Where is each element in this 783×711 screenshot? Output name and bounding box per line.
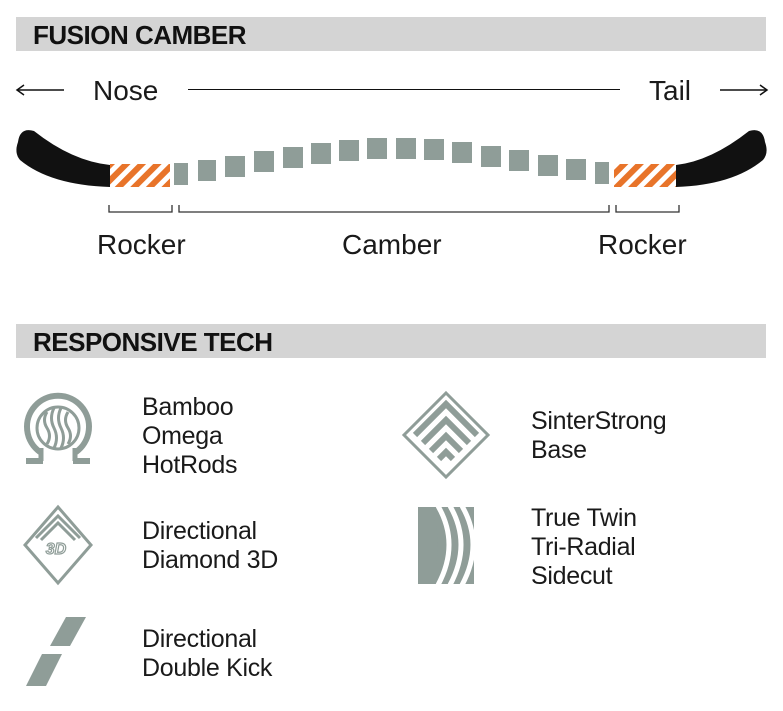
double-kick-icon xyxy=(26,617,86,686)
diamond-3d-icon: 3D xyxy=(23,504,93,586)
feature-tri-radial: True Twin Tri-Radial Sidecut xyxy=(531,504,637,591)
camber-heading: FUSION CAMBER xyxy=(33,20,247,50)
feature-line: Diamond 3D xyxy=(142,546,278,574)
feature-diamond-3d: Directional Diamond 3D xyxy=(142,517,278,575)
tri-radial-sidecut-icon xyxy=(418,504,476,586)
arrow-right-icon xyxy=(720,84,769,96)
zone-brackets xyxy=(108,205,680,213)
camber-label: Camber xyxy=(342,229,442,260)
feature-line: HotRods xyxy=(142,451,238,479)
sinterstrong-diamond-icon xyxy=(401,390,491,480)
feature-bamboo-omega: Bamboo Omega HotRods xyxy=(142,393,237,480)
tech-heading: RESPONSIVE TECH xyxy=(33,327,273,357)
tail-label: Tail xyxy=(649,75,692,106)
camber-profile-diagram xyxy=(16,130,767,213)
rocker-right-zone xyxy=(614,164,676,187)
rocker-right-label: Rocker xyxy=(598,229,687,260)
diamond-3d-text: 3D xyxy=(46,541,67,558)
nose-tip xyxy=(16,130,110,187)
feature-line: Base xyxy=(531,436,587,464)
camber-blocks xyxy=(174,138,609,185)
nose-label: Nose xyxy=(93,75,159,106)
feature-line: Sidecut xyxy=(531,562,613,590)
nose-tail-line xyxy=(188,89,620,90)
tech-header-bar: RESPONSIVE TECH xyxy=(16,324,766,358)
tail-tip xyxy=(676,130,767,187)
feature-line: Double Kick xyxy=(142,654,273,682)
feature-line: Omega xyxy=(142,422,223,450)
arrow-left-icon xyxy=(15,84,64,96)
feature-line: Directional xyxy=(142,625,257,653)
rocker-left-label: Rocker xyxy=(97,229,186,260)
feature-line: Bamboo xyxy=(142,393,234,421)
feature-line: Tri-Radial xyxy=(531,533,636,561)
feature-sinterstrong: SinterStrong Base xyxy=(531,407,667,465)
feature-line: SinterStrong xyxy=(531,407,667,435)
camber-header-bar: FUSION CAMBER xyxy=(16,17,766,51)
feature-line: True Twin xyxy=(531,504,637,532)
feature-double-kick: Directional Double Kick xyxy=(142,625,272,683)
bamboo-omega-icon xyxy=(24,392,92,464)
feature-line: Directional xyxy=(142,517,257,545)
rocker-left-zone xyxy=(110,164,170,187)
